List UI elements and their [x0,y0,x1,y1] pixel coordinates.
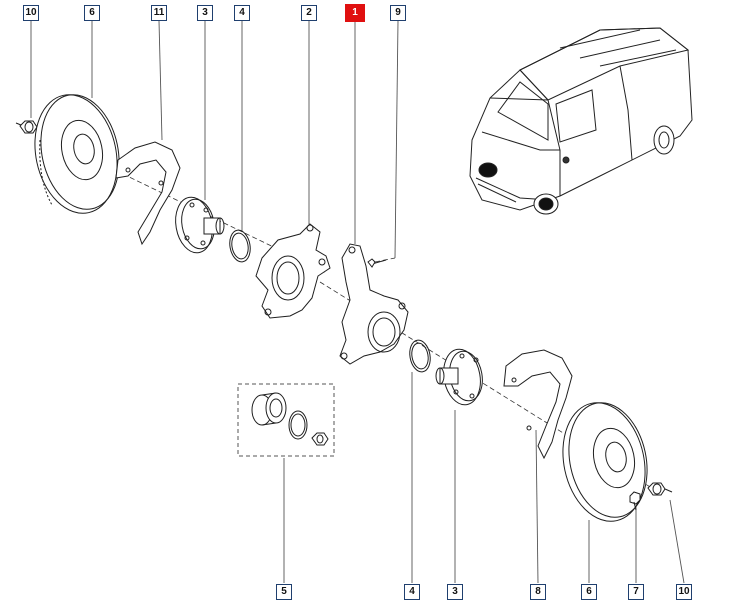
callout-5-bottom: 5 [276,584,292,600]
hub-nut-right [647,482,673,496]
bearing-circlip [288,410,308,440]
wheel-hub-right [435,348,483,406]
bearing-kit-group [237,383,335,457]
callout-6-top: 6 [84,5,100,21]
callout-8-bottom: 8 [530,584,546,600]
wheel-hub-left [175,196,225,254]
callout-3-bottom: 3 [447,584,463,600]
wheel-stud [629,491,641,511]
callout-4-top: 4 [234,5,250,21]
callout-10-top: 10 [23,5,39,21]
callout-10-bottom: 10 [676,584,692,600]
callout-11-top: 11 [151,5,167,21]
brake-disc-left [34,94,120,214]
knuckle-bolt [367,258,387,268]
callout-2-top: 2 [301,5,317,21]
bearing-nut [311,432,329,446]
callout-7-bottom: 7 [628,584,644,600]
steering-knuckle-left [255,223,331,319]
callout-1-highlighted: 1 [345,4,365,22]
hub-nut-left [15,120,38,134]
hub-bearing [251,392,287,426]
van-illustration [469,27,693,215]
steering-knuckle-right [339,243,409,365]
callout-6-bottom: 6 [581,584,597,600]
callout-9-top: 9 [390,5,406,21]
circlip-left [229,229,251,263]
brake-disc-right [562,402,648,522]
leader-lines [30,20,685,584]
circlip-right [409,339,431,373]
callout-4-bottom: 4 [404,584,420,600]
splash-shield-left [115,141,181,246]
splash-shield-right [503,349,573,460]
callout-3-top: 3 [197,5,213,21]
